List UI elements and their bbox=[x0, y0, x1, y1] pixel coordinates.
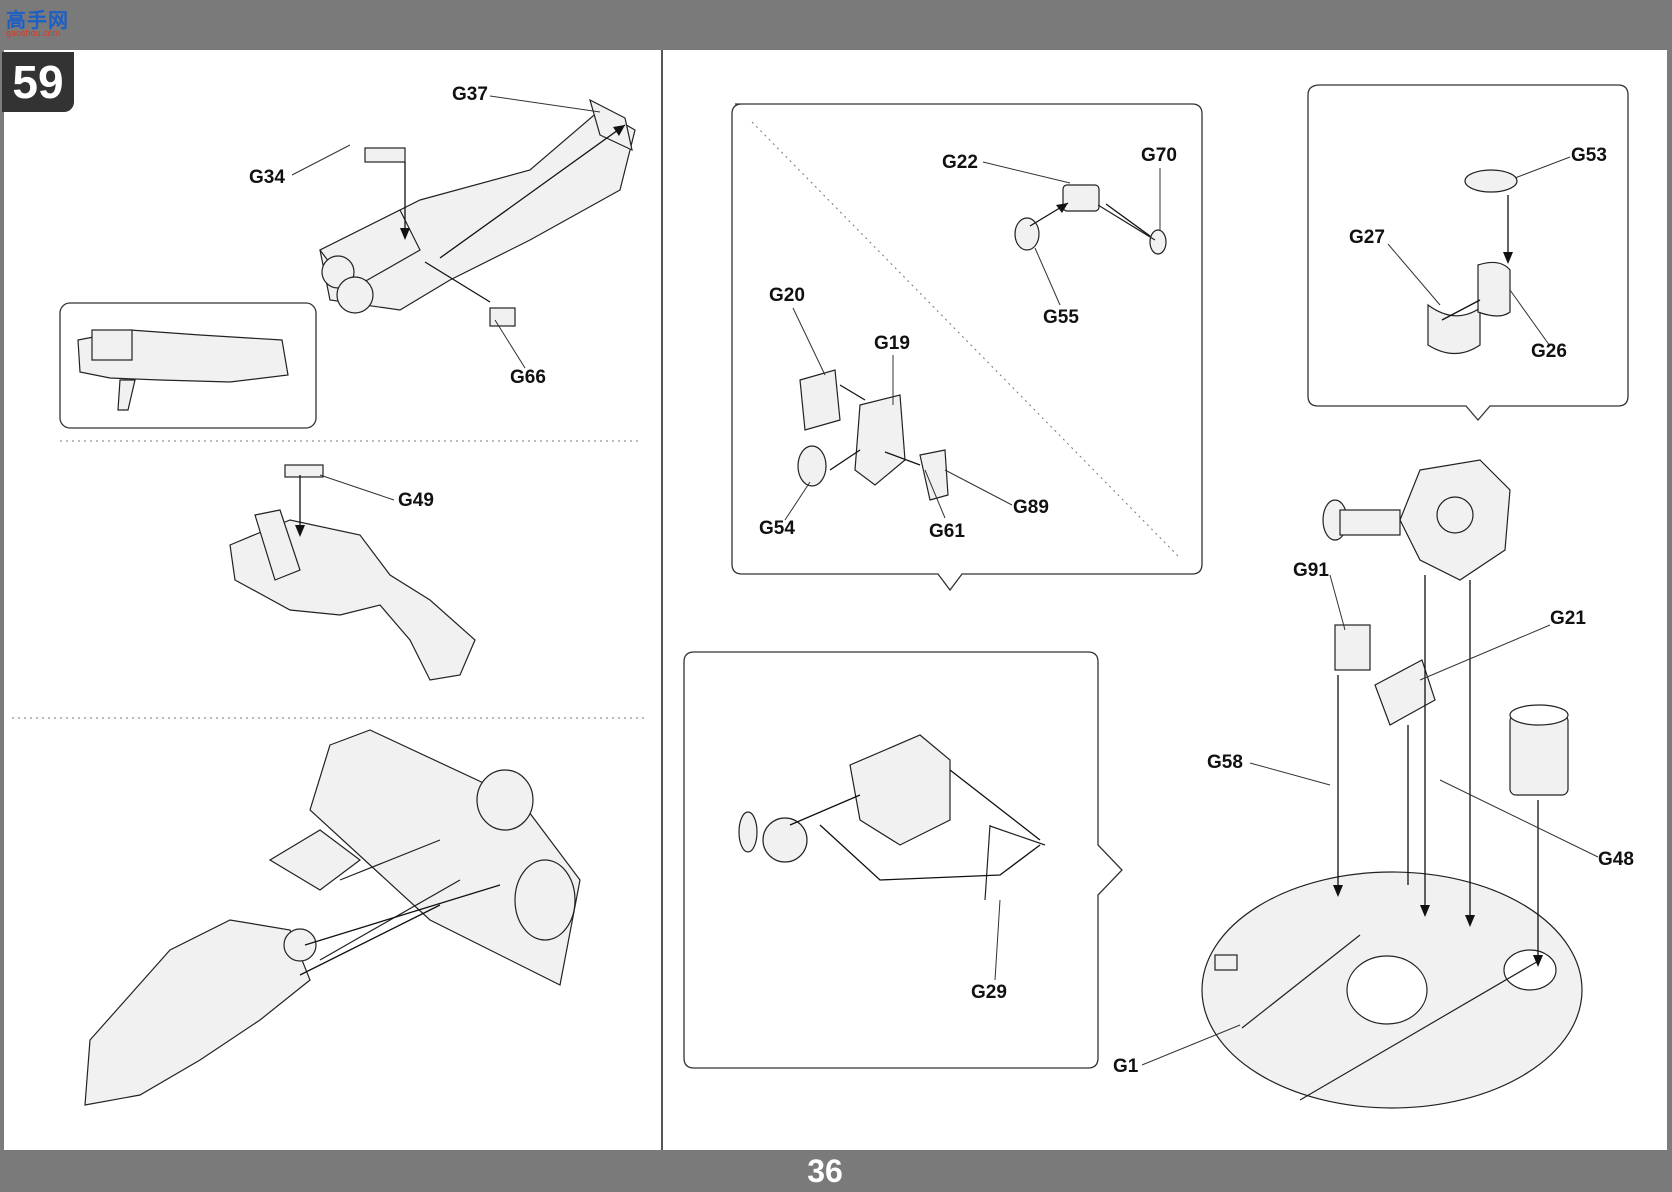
label-G54: G54 bbox=[759, 518, 795, 539]
label-G29: G29 bbox=[971, 982, 1007, 1003]
label-G89: G89 bbox=[1013, 497, 1049, 518]
label-G49: G49 bbox=[398, 490, 434, 511]
label-G1: G1 bbox=[1113, 1056, 1139, 1077]
detail-panel-breech bbox=[59, 302, 317, 429]
breech-assembly-drawing bbox=[319, 98, 636, 327]
label-G53: G53 bbox=[1571, 145, 1607, 166]
label-G34: G34 bbox=[249, 167, 285, 188]
detail-panel-drive bbox=[683, 651, 1123, 1069]
turret-gearbox-drawing bbox=[1322, 459, 1569, 796]
label-G55: G55 bbox=[1043, 307, 1079, 328]
breech-detail-drawing bbox=[77, 329, 289, 411]
label-G66: G66 bbox=[510, 367, 546, 388]
label-G37: G37 bbox=[452, 84, 488, 105]
mantlet-assembly-drawing bbox=[84, 729, 581, 1106]
label-G58: G58 bbox=[1207, 752, 1243, 773]
turret-floor-drawing bbox=[1201, 871, 1583, 1109]
label-G21: G21 bbox=[1550, 608, 1586, 629]
page-divider bbox=[661, 50, 663, 1150]
assembly-arrows bbox=[299, 124, 1539, 976]
label-G70: G70 bbox=[1141, 145, 1177, 166]
detail-panel-bin bbox=[1307, 84, 1629, 421]
step-number: 59 bbox=[2, 52, 74, 112]
logo-subtext: gaoshou.com bbox=[6, 28, 61, 38]
arrow-heads bbox=[295, 125, 1543, 967]
bin-parts-drawing bbox=[1427, 169, 1518, 355]
drive-parts-drawing bbox=[738, 734, 1046, 901]
label-G22: G22 bbox=[942, 152, 978, 173]
gun-cradle-drawing bbox=[229, 464, 476, 681]
watermark-logo: 高手网 gaoshou.com bbox=[6, 4, 74, 40]
bottom-bar bbox=[0, 1150, 1672, 1192]
label-G20: G20 bbox=[769, 285, 805, 306]
page-number: 36 bbox=[807, 1153, 843, 1189]
detail-panel-sight bbox=[731, 103, 1203, 592]
label-G19: G19 bbox=[874, 333, 910, 354]
label-G48: G48 bbox=[1598, 849, 1634, 870]
sight-parts-drawing bbox=[797, 184, 1167, 501]
logo-text: 高手网 bbox=[6, 10, 69, 32]
label-G61: G61 bbox=[929, 521, 965, 542]
top-bar bbox=[0, 0, 1672, 50]
label-G27: G27 bbox=[1349, 227, 1385, 248]
label-G26: G26 bbox=[1531, 341, 1567, 362]
leader-lines bbox=[291, 95, 1599, 1066]
label-G91: G91 bbox=[1293, 560, 1329, 581]
